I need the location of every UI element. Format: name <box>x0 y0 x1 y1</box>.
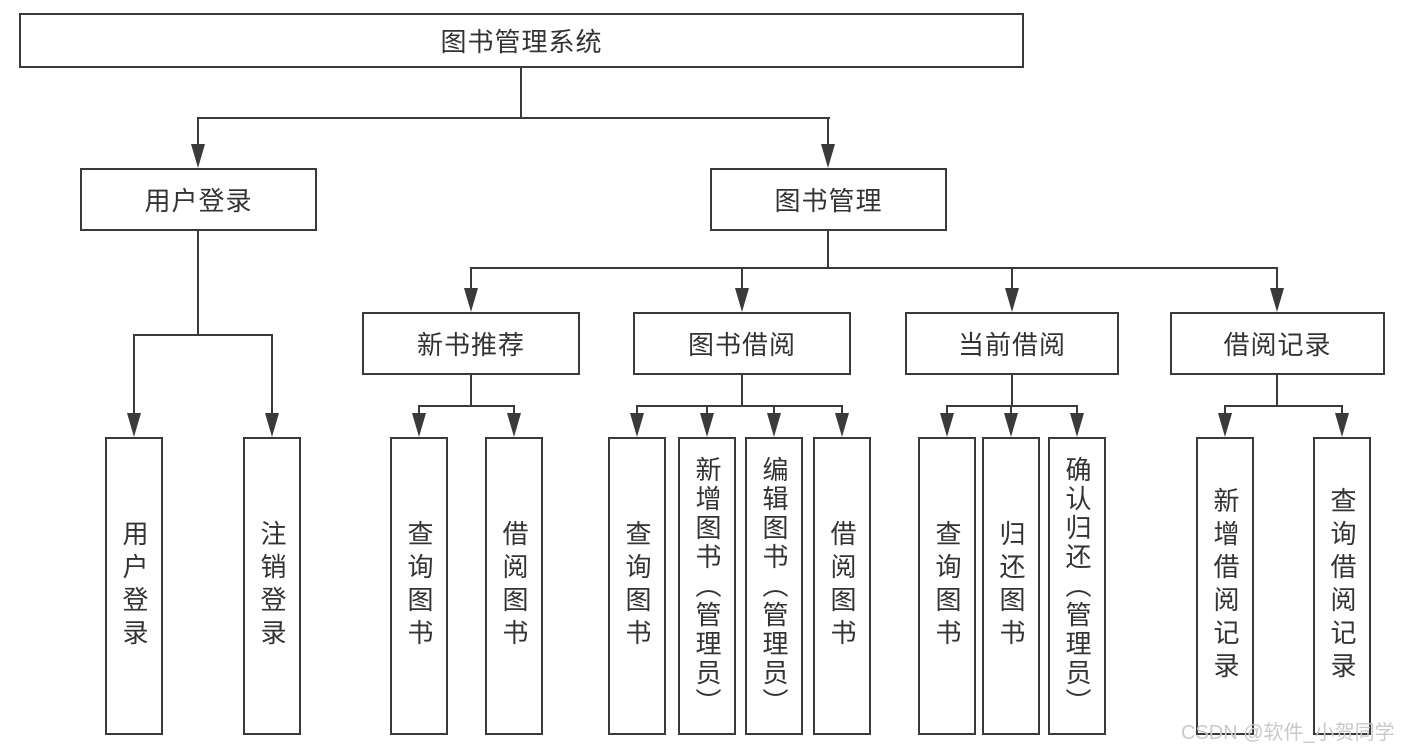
connector-line <box>1011 375 1013 407</box>
leaf-query-books-current-label: 查询图书 <box>932 520 962 652</box>
arrow-down-icon <box>464 288 478 312</box>
arrow-down-icon <box>1270 288 1284 312</box>
node-borrow-records-label: 借阅记录 <box>1223 330 1332 360</box>
node-root-label: 图书管理系统 <box>440 27 603 57</box>
leaf-return-books-label: 归还图书 <box>996 520 1026 652</box>
connector-line <box>827 117 829 147</box>
arrow-down-icon <box>1070 413 1084 437</box>
connector-line <box>418 405 420 415</box>
leaf-query-books-current: 查询图书 <box>918 437 976 735</box>
connector-line <box>133 334 273 336</box>
leaf-query-borrow-record-label: 查询借阅记录 <box>1327 487 1357 685</box>
arrow-down-icon <box>1005 288 1019 312</box>
node-current-borrow-label: 当前借阅 <box>957 330 1066 360</box>
node-book-borrow: 图书借阅 <box>633 312 851 375</box>
connector-line <box>706 405 708 415</box>
arrow-down-icon <box>191 144 205 168</box>
node-new-book-recommend-label: 新书推荐 <box>416 330 525 360</box>
connector-line <box>197 117 830 119</box>
node-root: 图书管理系统 <box>19 13 1024 68</box>
leaf-query-books-recommend-label: 查询图书 <box>404 520 434 652</box>
leaf-add-borrow-record: 新增借阅记录 <box>1196 437 1254 735</box>
arrow-down-icon <box>835 413 849 437</box>
connector-line <box>197 117 199 147</box>
node-new-book-recommend: 新书推荐 <box>362 312 580 375</box>
leaf-user-login-label: 用户登录 <box>119 520 149 652</box>
leaf-confirm-return-admin: 确认归还（管理员） <box>1048 437 1106 735</box>
leaf-add-books-admin-label: 新增图书（管理员） <box>692 455 722 717</box>
leaf-query-books-recommend: 查询图书 <box>390 437 448 735</box>
node-user-login-label: 用户登录 <box>144 186 253 216</box>
connector-line <box>197 231 199 336</box>
connector-line <box>636 405 843 407</box>
leaf-user-login: 用户登录 <box>105 437 163 735</box>
connector-line <box>1224 405 1226 415</box>
connector-line <box>520 68 522 118</box>
connector-line <box>946 405 948 415</box>
arrow-down-icon <box>735 288 749 312</box>
leaf-confirm-return-admin-label: 确认归还（管理员） <box>1062 455 1092 717</box>
connector-line <box>513 405 515 415</box>
connector-line <box>636 405 638 415</box>
leaf-borrow-books-label: 借阅图书 <box>827 520 857 652</box>
arrow-down-icon <box>821 144 835 168</box>
leaf-return-books: 归还图书 <box>982 437 1040 735</box>
connector-line <box>470 267 1278 269</box>
csdn-watermark: CSDN @软件_小贺同学 <box>1181 722 1395 744</box>
leaf-borrow-books: 借阅图书 <box>813 437 871 735</box>
leaf-query-borrow-record: 查询借阅记录 <box>1313 437 1371 735</box>
node-book-borrow-label: 图书借阅 <box>687 330 796 360</box>
connector-line <box>470 267 472 291</box>
connector-line <box>1011 267 1013 291</box>
connector-line <box>827 231 829 269</box>
connector-line <box>741 375 743 407</box>
arrow-down-icon <box>1218 413 1232 437</box>
connector-line <box>1276 375 1278 407</box>
connector-line <box>1276 267 1278 291</box>
connector-line <box>741 267 743 291</box>
leaf-logout: 注销登录 <box>243 437 301 735</box>
connector-line <box>841 405 843 415</box>
arrow-down-icon <box>1004 413 1018 437</box>
leaf-borrow-books-recommend: 借阅图书 <box>485 437 543 735</box>
leaf-query-books-borrow-label: 查询图书 <box>622 520 652 652</box>
arrow-down-icon <box>700 413 714 437</box>
arrow-down-icon <box>265 413 279 437</box>
arrow-down-icon <box>767 413 781 437</box>
arrow-down-icon <box>507 413 521 437</box>
connector-line <box>133 334 135 415</box>
arrow-down-icon <box>1335 413 1349 437</box>
connector-line <box>1076 405 1078 415</box>
connector-line <box>1224 405 1343 407</box>
connector-line <box>946 405 1078 407</box>
arrow-down-icon <box>412 413 426 437</box>
arrow-down-icon <box>127 413 141 437</box>
connector-line <box>418 405 515 407</box>
node-current-borrow: 当前借阅 <box>905 312 1119 375</box>
leaf-logout-label: 注销登录 <box>257 520 287 652</box>
node-borrow-records: 借阅记录 <box>1170 312 1385 375</box>
connector-line <box>271 334 273 415</box>
connector-line <box>773 405 775 415</box>
leaf-add-borrow-record-label: 新增借阅记录 <box>1210 487 1240 685</box>
connector-line <box>1010 405 1012 415</box>
connector-line <box>470 375 472 407</box>
node-user-login: 用户登录 <box>80 168 317 231</box>
leaf-query-books-borrow: 查询图书 <box>608 437 666 735</box>
leaf-edit-books-admin-label: 编辑图书（管理员） <box>759 455 789 717</box>
leaf-edit-books-admin: 编辑图书（管理员） <box>745 437 803 735</box>
leaf-borrow-books-recommend-label: 借阅图书 <box>499 520 529 652</box>
node-book-management: 图书管理 <box>710 168 947 231</box>
connector-line <box>1341 405 1343 415</box>
arrow-down-icon <box>630 413 644 437</box>
leaf-add-books-admin: 新增图书（管理员） <box>678 437 736 735</box>
node-book-management-label: 图书管理 <box>774 186 883 216</box>
arrow-down-icon <box>940 413 954 437</box>
